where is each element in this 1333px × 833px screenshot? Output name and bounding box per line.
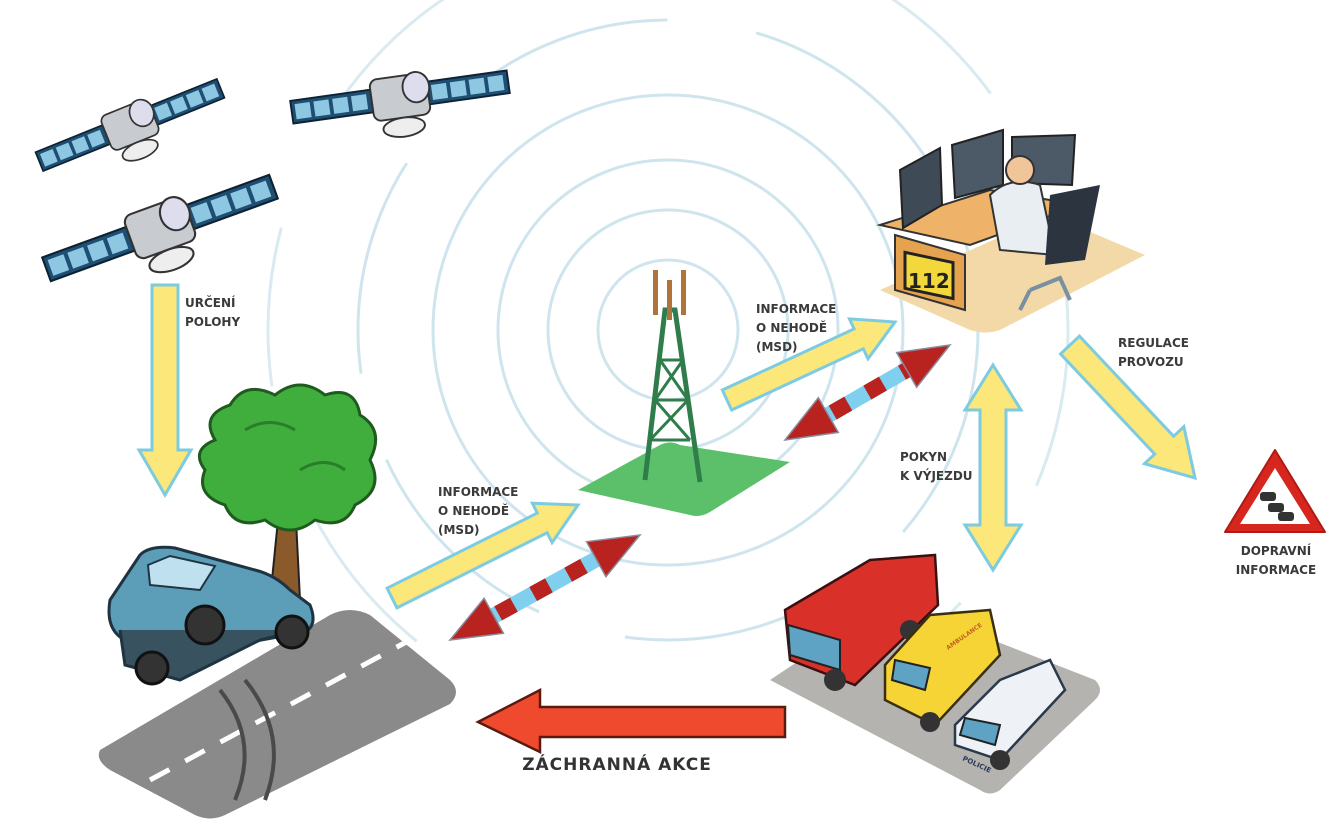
labels: URČENÍ POLOHY INFORMACE O NEHODĚ (MSD) I… (185, 295, 1316, 775)
wave-ring (431, 93, 905, 567)
arrow-comm-left (448, 534, 642, 641)
arrow-comm-right (783, 343, 952, 442)
satellite-icon (289, 69, 511, 138)
label-msd-right-line3: (MSD) (756, 340, 798, 354)
label-msd-right-line2: O NEHODĚ (756, 320, 827, 335)
arrow-msd-right (720, 317, 898, 412)
label-position-line2: POLOHY (185, 315, 240, 329)
crashed-car-icon (107, 545, 315, 686)
arrow-dispatch-vertical (962, 362, 1024, 573)
ambulance-icon: AMBULANCE (883, 608, 1002, 732)
traffic-warning-sign-icon (1224, 449, 1326, 533)
arrows (136, 283, 1197, 754)
label-msd-right-line1: INFORMACE (756, 302, 836, 316)
label-traffic-info-line1: DOPRAVNÍ (1241, 543, 1312, 558)
label-msd-left-line2: O NEHODĚ (438, 503, 509, 518)
label-rescue-action: ZÁCHRANNÁ AKCE (522, 753, 712, 775)
arrow-position-down (136, 283, 194, 498)
road (98, 610, 456, 819)
fire-truck-icon (783, 553, 940, 691)
label-regulation-line1: REGULACE (1118, 336, 1189, 350)
satellites (34, 69, 511, 283)
label-regulation-line2: PROVOZU (1118, 355, 1184, 369)
cell-tower (578, 270, 790, 516)
label-msd-left-line1: INFORMACE (438, 485, 518, 499)
arrow-rescue-action (475, 687, 787, 754)
arrow-msd-left (385, 501, 581, 610)
satellite-icon (40, 173, 280, 283)
satellite-icon (34, 77, 226, 173)
emergency-vehicles: AMBULANCE POLICIE (770, 553, 1100, 794)
emergency-call-center: 112 (876, 128, 1145, 333)
label-dispatch-line2: K VÝJEZDU (900, 468, 973, 483)
label-msd-left-line3: (MSD) (438, 523, 480, 537)
arrow-traffic-regulation (1058, 333, 1197, 481)
emergency-number: 112 (908, 269, 950, 293)
label-dispatch-line1: POKYN (900, 450, 947, 464)
label-traffic-info-line2: INFORMACE (1236, 563, 1316, 577)
desk-sign (903, 250, 955, 301)
tree-icon (197, 383, 378, 601)
label-position-line1: URČENÍ (185, 295, 236, 310)
